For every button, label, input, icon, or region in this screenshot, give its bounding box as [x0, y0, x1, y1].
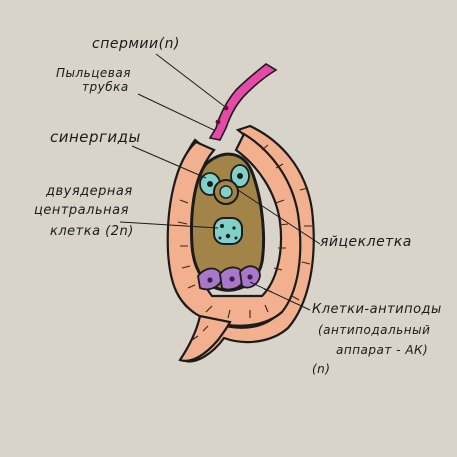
- pollen-tube: [208, 63, 278, 141]
- central-cell-spots: [218, 224, 238, 240]
- label-sperms: спермии(n): [92, 36, 180, 52]
- label-central-2: центральная: [34, 203, 129, 218]
- label-antipodal-4: (n): [312, 362, 331, 376]
- leader-lines: [119, 53, 321, 311]
- label-central-1: двуядерная: [46, 184, 133, 199]
- label-pollen-tube-2: трубка: [82, 80, 129, 94]
- label-synergids: синергиды: [50, 128, 141, 146]
- label-central-3: клетка (2n): [50, 224, 134, 239]
- label-egg: яйцеклетка: [320, 234, 412, 250]
- label-pollen-tube-1: Пыльцевая: [56, 66, 131, 80]
- label-antipodal-2: (антиподальный: [318, 323, 431, 337]
- sperm-cells: [215, 105, 229, 125]
- label-antipodal-3: аппарат - АК): [336, 343, 429, 357]
- egg-nucleus: [219, 185, 233, 199]
- funiculus: [178, 314, 232, 362]
- antipodal-nuclei: [207, 274, 253, 283]
- label-antipodal-1: Клетки-антиподы: [312, 302, 442, 317]
- central-cell-nucleus: [213, 217, 243, 245]
- integument-hatching: [177, 144, 312, 341]
